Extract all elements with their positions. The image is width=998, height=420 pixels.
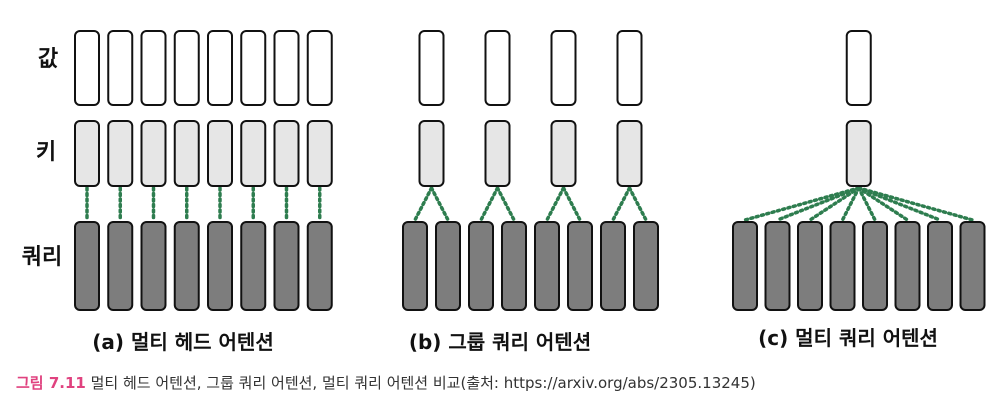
gqa-query-head-5 [534,221,560,311]
mha-query-head-6 [240,221,267,311]
row-label-keys: 키 [36,140,56,165]
mqa-query-head-7 [927,221,953,311]
mha-value-head-8 [306,30,333,106]
mha-value-head-2 [107,30,134,106]
mha-key-head-6 [240,120,267,187]
mha-query-head-2 [107,221,134,311]
figure-caption: 그림 7.11 멀티 헤드 어텐션, 그룹 쿼리 어텐션, 멀티 쿼리 어텐션 … [16,372,756,393]
gqa-connector-2 [479,186,500,222]
mqa-connector-4 [857,186,877,222]
gqa-query-head-2 [435,221,461,311]
figure-caption-text: 멀티 헤드 어텐션, 그룹 쿼리 어텐션, 멀티 쿼리 어텐션 비교(출처: h… [85,374,756,392]
row-label-values: 값 [38,47,58,72]
mha-key-head-8 [306,120,333,187]
mha-value-head-3 [140,30,167,106]
mqa-query-head-6 [894,221,921,311]
gqa-value-head-1 [418,30,445,106]
gqa-connector-5 [561,186,582,222]
figure-label: 그림 7.11 [16,374,86,392]
mha-key-head-7 [273,120,300,187]
mqa-connector-2 [808,186,861,222]
gqa-query-head-1 [402,221,428,311]
mqa-query-head-4 [829,221,856,311]
mha-key-head-5 [207,120,233,187]
mha-value-head-1 [74,30,100,106]
gqa-connector-4 [545,186,566,222]
gqa-value-head-3 [550,30,577,106]
gqa-query-head-6 [567,221,593,311]
head-boxes [74,30,986,311]
panel-title-gqa: (b) 그룹 쿼리 어텐션 [409,330,591,354]
mqa-connector-5 [857,186,910,222]
mqa-query-head-2 [764,221,791,311]
mqa-key-head-1 [845,120,872,187]
mha-query-head-1 [74,221,100,311]
gqa-query-head-4 [501,221,527,311]
mha-value-head-5 [207,30,233,106]
mqa-connector-6 [857,186,942,222]
mha-key-head-3 [140,120,167,187]
mqa-connector-1 [775,186,861,222]
mqa-connector-3 [840,186,861,222]
gqa-connector-6 [611,186,632,222]
mha-query-head-8 [306,221,333,311]
mha-query-head-7 [273,221,300,311]
mqa-query-head-1 [732,221,758,311]
gqa-key-head-3 [550,120,577,187]
gqa-connector-0 [413,186,434,222]
mqa-value-head-1 [845,30,872,106]
gqa-key-head-4 [616,120,643,187]
mha-key-head-2 [107,120,134,187]
connectors [85,186,975,222]
mqa-connector-0 [743,186,861,222]
gqa-query-head-3 [468,221,494,311]
gqa-key-head-1 [418,120,445,187]
gqa-query-head-7 [600,221,626,311]
panel-title-mqa: (c) 멀티 쿼리 어텐션 [758,326,938,350]
mha-query-head-4 [173,221,200,311]
mha-key-head-4 [173,120,200,187]
mqa-query-head-5 [862,221,888,311]
gqa-value-head-4 [616,30,643,106]
mha-value-head-6 [240,30,267,106]
row-label-queries: 쿼리 [22,245,62,270]
mha-value-head-4 [173,30,200,106]
mqa-query-head-8 [959,221,986,311]
panel-title-mha: (a) 멀티 헤드 어텐션 [92,330,273,354]
gqa-connector-3 [495,186,516,222]
gqa-key-head-2 [484,120,511,187]
gqa-query-head-8 [633,221,659,311]
gqa-value-head-2 [484,30,511,106]
mha-key-head-1 [74,120,100,187]
mqa-connector-7 [857,186,975,222]
mha-query-head-3 [140,221,167,311]
mqa-query-head-3 [797,221,823,311]
mha-query-head-5 [207,221,233,311]
gqa-connector-7 [627,186,648,222]
gqa-connector-1 [429,186,450,222]
mha-value-head-7 [273,30,300,106]
